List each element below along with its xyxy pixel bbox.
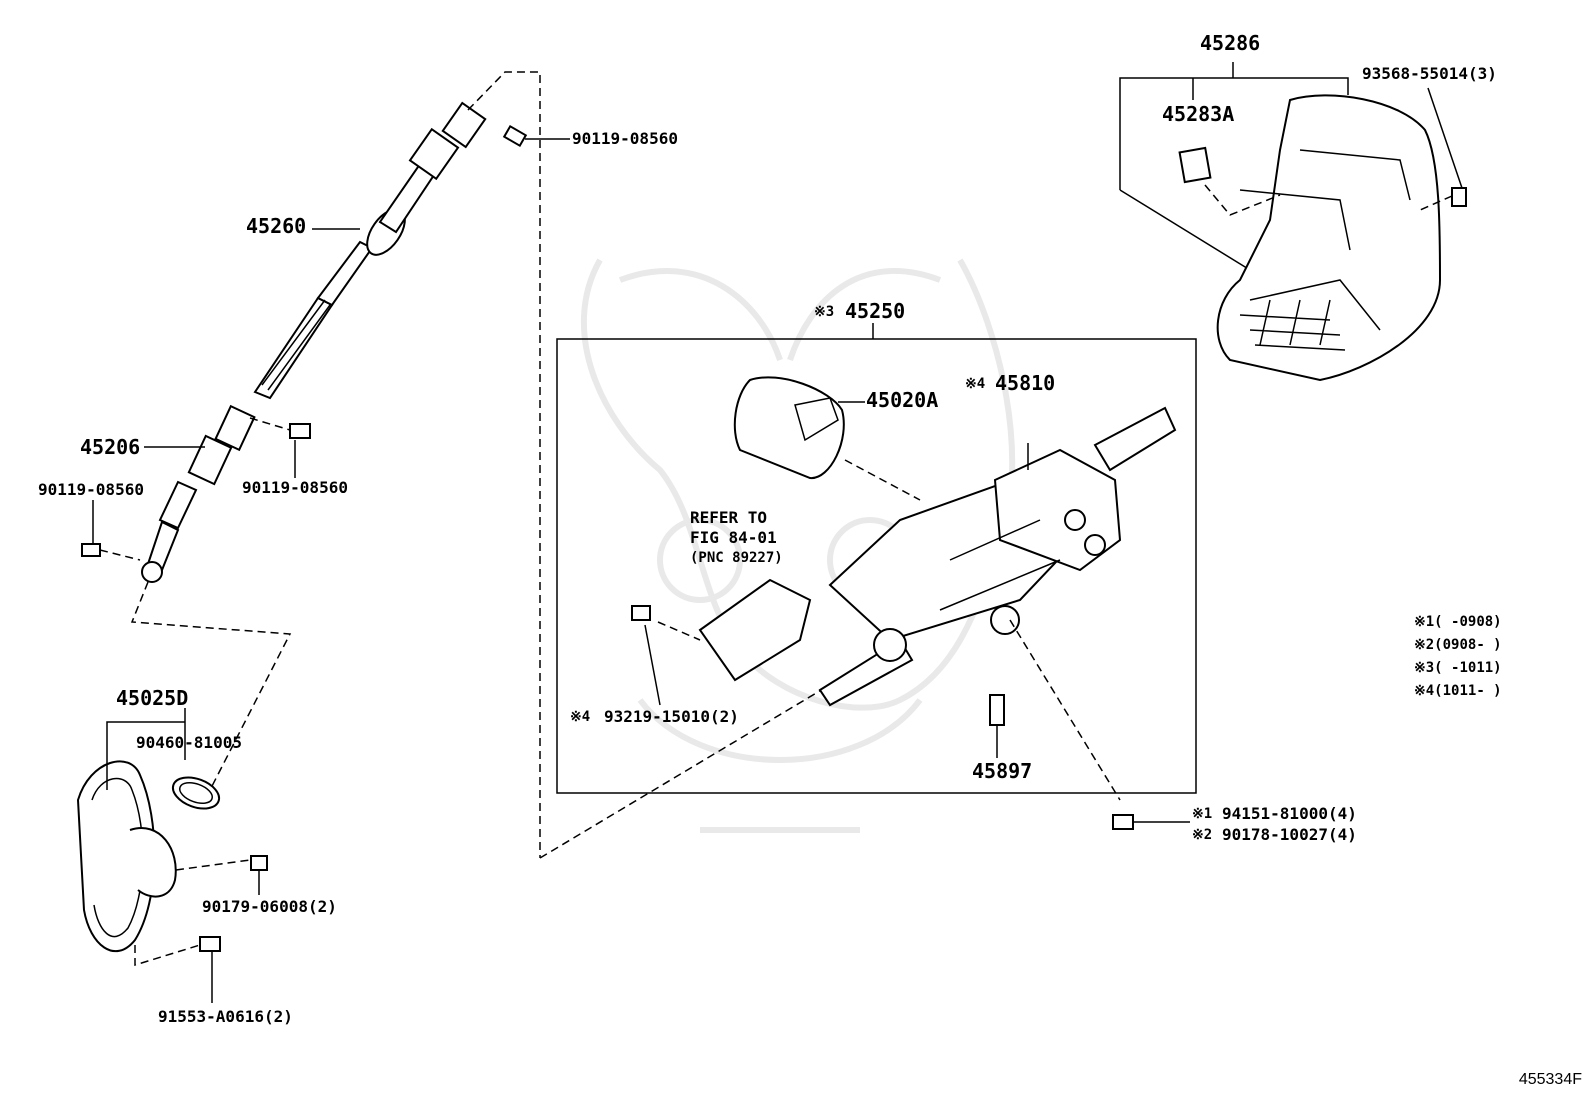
- dash-left-bolt: [99, 549, 141, 561]
- dash-to-boot: [130, 581, 292, 791]
- part-label-45810: 45810: [995, 371, 1056, 395]
- footnote-2-mark: ※2: [1414, 637, 1435, 653]
- part-label-93219: 93219-15010(2): [604, 707, 739, 726]
- refer-line-3: (PNC 89227): [690, 550, 783, 566]
- part-label-45025D: 45025D: [116, 686, 189, 710]
- bracket-45286: [1119, 62, 1349, 190]
- part-label-45250: 45250: [845, 299, 906, 323]
- note-mark-45250: ※3: [814, 304, 835, 320]
- refer-line-2: FIG 84-01: [690, 528, 777, 547]
- column-cover-45286: [1178, 94, 1442, 382]
- dash-boot-bolt: [134, 944, 201, 967]
- footnote-3-range: ( -1011): [1434, 660, 1502, 676]
- figure-code: 455334F: [1518, 1071, 1582, 1088]
- note-mark-90178: ※2: [1192, 827, 1213, 843]
- part-label-45897: 45897: [972, 759, 1033, 783]
- column-assembly-box: [556, 338, 1197, 794]
- part-label-90119-top: 90119-08560: [572, 129, 678, 148]
- part-label-91553: 91553-A0616(2): [158, 1007, 293, 1026]
- screw-93568: [1451, 187, 1467, 207]
- part-label-45020A: 45020A: [866, 388, 939, 412]
- refer-note: REFER TO FIG 84-01 (PNC 89227): [690, 508, 783, 568]
- nut-94151: [1112, 814, 1134, 830]
- footnote-2: ※2(0908- ): [1414, 637, 1502, 653]
- dash-column-link: [539, 685, 829, 859]
- note-mark-93219: ※4: [570, 709, 591, 725]
- footnote-4-mark: ※4: [1414, 683, 1435, 699]
- column-assembly-45250: [631, 376, 1177, 801]
- part-label-94151: 94151-81000(4): [1222, 804, 1357, 823]
- dash-shaft-top: [467, 71, 541, 858]
- bracket-45286-diag: [1119, 189, 1251, 271]
- footnote-2-range: (0908- ): [1434, 637, 1502, 653]
- footnote-4-range: (1011- ): [1434, 683, 1502, 699]
- part-label-45283A: 45283A: [1162, 102, 1235, 126]
- footnote-1-mark: ※1: [1414, 614, 1435, 630]
- part-label-93568: 93568-55014(3): [1362, 64, 1497, 83]
- note-mark-94151: ※1: [1192, 806, 1213, 822]
- part-label-90179: 90179-06008(2): [202, 897, 337, 916]
- part-label-45286: 45286: [1200, 31, 1261, 55]
- bolt-91553: [199, 936, 221, 952]
- dash-screw-93568: [1419, 195, 1453, 211]
- note-mark-45810: ※4: [965, 376, 986, 392]
- intermediate-shaft-45260: [253, 101, 487, 400]
- part-label-90119-right: 90119-08560: [242, 478, 348, 497]
- dash-joint-bolt: [249, 417, 291, 431]
- footnote-3-mark: ※3: [1414, 660, 1435, 676]
- part-label-90119-left: 90119-08560: [38, 480, 144, 499]
- footnote-1-range: ( -0908): [1434, 614, 1502, 630]
- footnote-3: ※3( -1011): [1414, 660, 1502, 676]
- bolt-90119-right: [289, 423, 311, 439]
- universal-joint-45206: [141, 404, 256, 583]
- part-label-45206: 45206: [80, 435, 141, 459]
- nut-90179: [250, 855, 268, 871]
- refer-line-1: REFER TO: [690, 508, 768, 527]
- footnote-4: ※4(1011- ): [1414, 683, 1502, 699]
- footnote-1: ※1( -0908): [1414, 614, 1502, 630]
- dust-boot-45025D: [76, 760, 221, 953]
- bolt-90119-left: [81, 543, 101, 557]
- bracket-45025D: [106, 708, 186, 790]
- part-label-90178: 90178-10027(4): [1222, 825, 1357, 844]
- part-label-45260: 45260: [246, 214, 307, 238]
- dash-boot-nut: [175, 859, 251, 871]
- part-label-90460: 90460-81005: [136, 733, 242, 752]
- bolt-90119-top: [502, 124, 570, 148]
- leader-93568: [1427, 87, 1463, 189]
